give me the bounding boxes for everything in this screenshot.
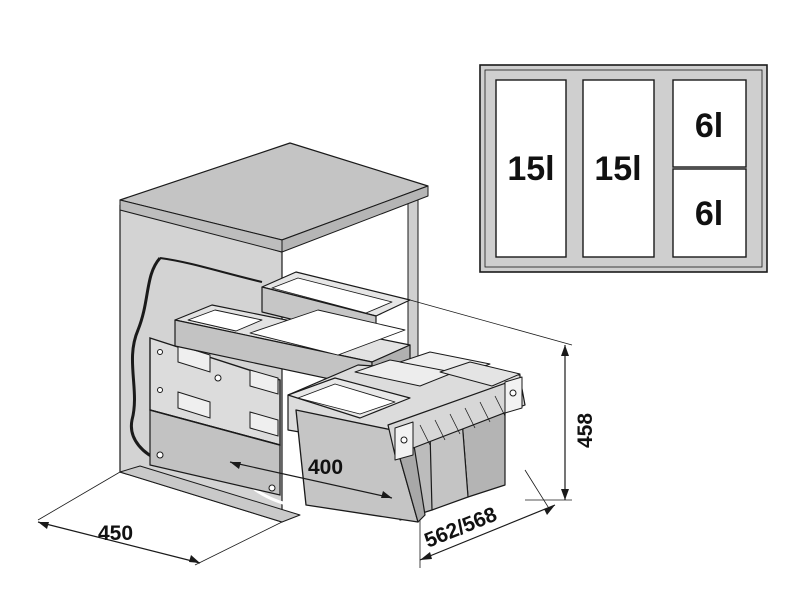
dim-height-arrow-bottom bbox=[561, 489, 569, 500]
cabinet-plinth bbox=[119, 465, 301, 523]
rail-screw-1 bbox=[400, 436, 408, 444]
drain-hose-top bbox=[159, 257, 263, 283]
drain-hose bbox=[129, 257, 162, 462]
dim-depth-arrow-2 bbox=[189, 555, 200, 563]
bin-handle-3 bbox=[439, 361, 521, 387]
back-boxes bbox=[174, 271, 411, 389]
frame-screw-2 bbox=[157, 387, 163, 393]
compartment-4-label: 6l bbox=[695, 195, 723, 233]
mounting-frame bbox=[149, 337, 281, 496]
frame-divider bbox=[149, 409, 281, 446]
rail-hatch-3 bbox=[449, 413, 461, 435]
dim-depth-ext-1 bbox=[37, 471, 121, 521]
dim-width-arrow-2 bbox=[381, 491, 392, 498]
dim-cabinet-depth-label: 450 bbox=[98, 522, 133, 545]
compartment-1 bbox=[495, 79, 567, 258]
frame-screw-4 bbox=[156, 451, 164, 459]
rail-hatch-1 bbox=[419, 424, 431, 446]
dim-rail-arrow-1 bbox=[420, 552, 432, 560]
rail-hatch-5 bbox=[479, 401, 491, 423]
mid-box-opening-left bbox=[187, 309, 263, 332]
frame-screw-3 bbox=[214, 374, 222, 382]
rail-hatch-4 bbox=[464, 407, 476, 429]
dim-width-line bbox=[229, 461, 393, 499]
frame-screw-5 bbox=[268, 484, 276, 492]
rail-screw-2 bbox=[509, 389, 517, 397]
frame-screw-1 bbox=[157, 349, 163, 355]
bin-15l-opening bbox=[297, 383, 396, 415]
dim-height-arrow-top bbox=[561, 345, 569, 356]
dimension-lines bbox=[37, 299, 573, 568]
dim-depth-ext-2 bbox=[194, 521, 283, 566]
compartment-2-label: 15l bbox=[594, 150, 641, 188]
dim-rail-depth-label: 562/568 bbox=[421, 503, 500, 553]
dim-width-arrow-1 bbox=[230, 462, 241, 469]
bracket-mid-right bbox=[249, 411, 279, 437]
front-rail bbox=[387, 377, 526, 456]
dim-rail-line bbox=[419, 504, 556, 561]
dim-rail-arrow-2 bbox=[544, 505, 555, 515]
compartment-2 bbox=[582, 79, 655, 258]
dim-rail-ext-2 bbox=[524, 469, 551, 511]
compartment-1-label: 15l bbox=[507, 150, 554, 188]
rear-box-opening bbox=[271, 277, 393, 314]
dim-depth-line bbox=[37, 521, 201, 564]
rail-hatch-2 bbox=[434, 419, 446, 441]
compartment-4 bbox=[672, 168, 747, 258]
bracket-top-right bbox=[249, 369, 279, 395]
top-view-plan: 15l 15l 6l 6l bbox=[479, 64, 768, 273]
rail-hatch-6 bbox=[494, 395, 506, 417]
dim-height-ext-top bbox=[409, 299, 573, 346]
front-bin-unit bbox=[287, 351, 526, 523]
dim-width-label: 400 bbox=[308, 456, 343, 479]
mid-box-opening-right bbox=[249, 309, 406, 356]
bracket-mid-left bbox=[177, 391, 211, 419]
dim-height-label: 458 bbox=[574, 413, 597, 448]
compartment-3-label: 6l bbox=[695, 107, 723, 145]
countertop-right-edge bbox=[281, 185, 429, 253]
compartment-3 bbox=[672, 79, 747, 168]
dim-depth-arrow-1 bbox=[38, 522, 49, 529]
